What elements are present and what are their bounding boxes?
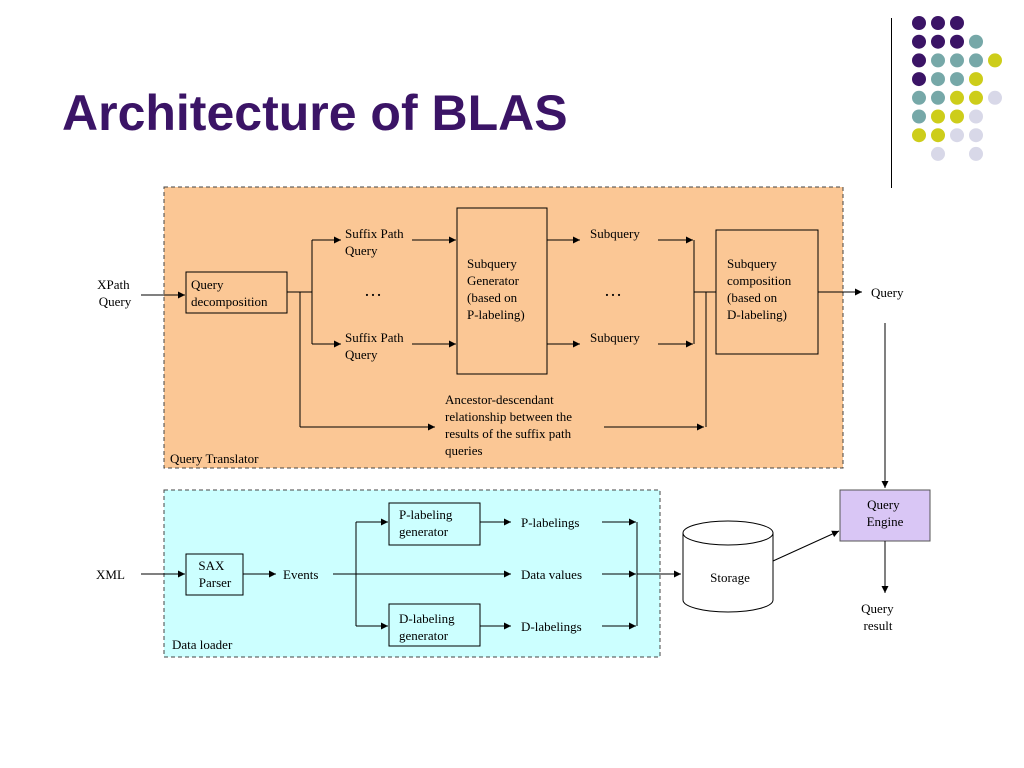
ellipsis-right: …	[604, 280, 622, 300]
xpath-query-label: XPath Query	[97, 277, 133, 309]
p-labeling-generator-box	[388, 502, 481, 546]
slide-title: Architecture of BLAS	[62, 85, 568, 141]
decorative-dot	[912, 109, 926, 124]
decorative-dot	[969, 72, 983, 87]
storage-cylinder	[682, 520, 774, 613]
d-labelings-label: D-labelings	[521, 619, 582, 634]
d-labeling-generator-box	[388, 603, 481, 647]
p-labeling-generator-label: P-labeling generator	[399, 507, 456, 539]
decorative-dot	[931, 146, 945, 161]
decorative-dot	[969, 34, 983, 49]
decorative-dot	[950, 16, 964, 30]
decorative-dot	[931, 53, 945, 68]
decorative-dot	[969, 53, 983, 68]
decorative-dot-grid	[912, 16, 1002, 161]
decorative-dot	[988, 90, 1002, 105]
decomposition-branch-lines	[287, 240, 313, 427]
decorative-dot	[950, 34, 964, 49]
d-labeling-generator-label: D-labeling generator	[399, 611, 458, 643]
query-decomposition-label: Query decomposition	[191, 277, 268, 309]
decorative-dot	[931, 72, 945, 87]
decorative-dot	[950, 53, 964, 68]
query-engine-label: Query Engine	[867, 497, 904, 529]
decorative-dot	[912, 16, 926, 30]
decorative-dot	[969, 90, 983, 105]
decorative-dot	[969, 109, 983, 124]
subquery-generator-label: Subquery Generator (based on P-labeling)	[467, 256, 525, 322]
query-translator-region	[163, 186, 844, 469]
decorative-dot	[969, 128, 983, 143]
decorative-dot	[912, 34, 926, 49]
decorative-dot	[950, 109, 964, 124]
ellipsis-left: …	[364, 280, 382, 300]
decorative-dot	[912, 128, 926, 143]
decorative-dot	[912, 72, 926, 87]
title-divider-line	[891, 18, 892, 188]
decorative-dot	[950, 72, 964, 87]
query-result-label: Query result	[861, 601, 897, 633]
subquery-bottom-label: Subquery	[590, 330, 640, 345]
subquery-top-label: Subquery	[590, 226, 640, 241]
events-label: Events	[283, 567, 318, 582]
decorative-dot	[950, 90, 964, 105]
suffix-path-query-bottom: Suffix Path Query	[345, 330, 407, 362]
decorative-dot	[931, 128, 945, 143]
decorative-dot	[931, 16, 945, 30]
query-output-label: Query	[871, 285, 904, 300]
decorative-dot	[931, 34, 945, 49]
subquery-generator-box	[456, 207, 548, 375]
query-engine-box	[839, 489, 931, 542]
p-labelings-label: P-labelings	[521, 515, 580, 530]
arrow-storage-to-engine	[772, 530, 840, 562]
data-loader-label: Data loader	[172, 637, 233, 652]
decorative-dot	[969, 146, 983, 161]
subquery-composition-label: Subquery composition (based on D-labelin…	[727, 256, 795, 322]
query-translator-label: Query Translator	[170, 451, 259, 466]
decorative-dot	[912, 53, 926, 68]
subquery-merge-lines	[693, 240, 716, 427]
sax-parser-label: SAX Parser	[198, 558, 232, 590]
decorative-dot	[931, 90, 945, 105]
ancestor-descendant-note: Ancestor-descendant relationship between…	[445, 392, 575, 458]
decorative-dot	[912, 90, 926, 105]
xml-input-label: XML	[96, 567, 125, 582]
suffix-path-query-top: Suffix Path Query	[345, 226, 407, 258]
data-values-label: Data values	[521, 567, 582, 582]
storage-label: Storage	[710, 570, 750, 585]
decorative-dot	[950, 128, 964, 143]
decorative-dot	[931, 109, 945, 124]
decorative-dot	[988, 53, 1002, 68]
